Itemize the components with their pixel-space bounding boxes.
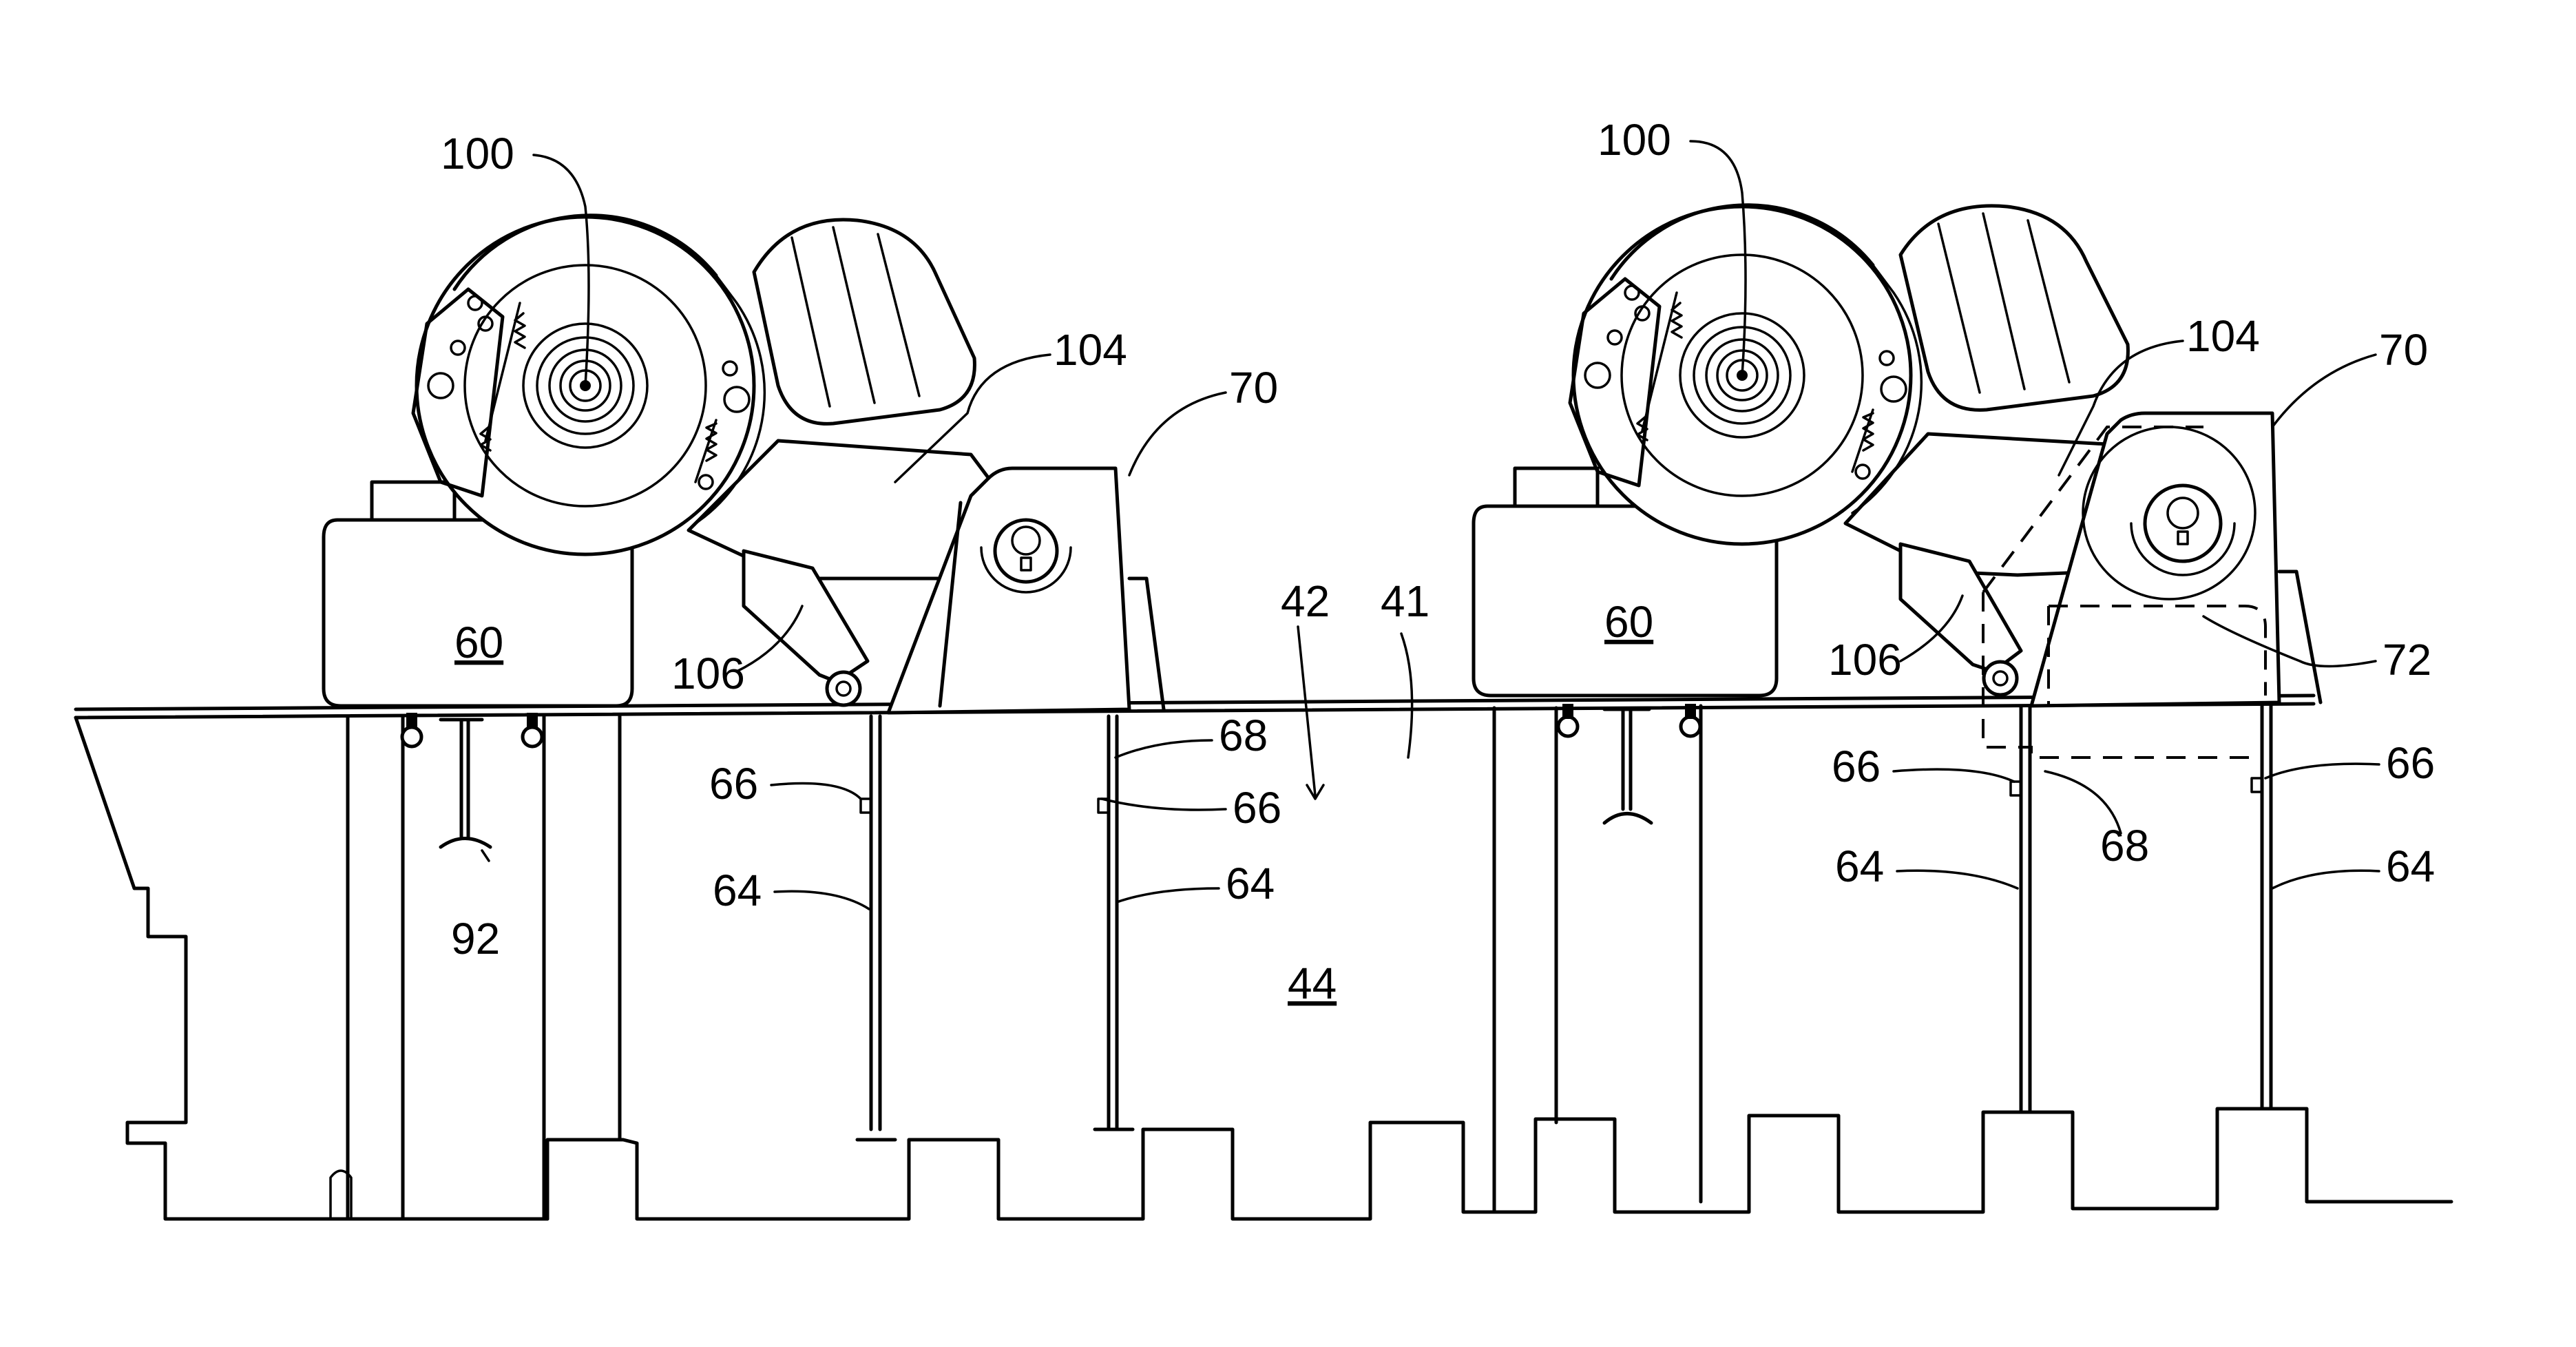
label-block-left: 60 xyxy=(454,618,503,667)
i-beam-right xyxy=(1558,704,1700,823)
label-beam: 92 xyxy=(451,914,500,963)
label-gap-ref: 41 xyxy=(1381,576,1430,626)
vertical-columns xyxy=(348,706,1701,1219)
label-web-b: 64 xyxy=(1226,859,1275,908)
label-web-c: 64 xyxy=(1835,842,1884,891)
web-member-4 xyxy=(2248,704,2286,1109)
label-dash-box: 72 xyxy=(2383,635,2431,685)
label-flange-a: 66 xyxy=(709,759,758,808)
chamber-right xyxy=(1900,206,2128,410)
left-end-wall xyxy=(76,718,547,1219)
label-flange-b: 66 xyxy=(1233,783,1281,833)
label-web-d: 64 xyxy=(2386,842,2435,891)
left-assembly xyxy=(324,216,1164,713)
corrugated-base xyxy=(547,1109,2451,1219)
web-member-3 xyxy=(2007,706,2045,1112)
label-web-a: 64 xyxy=(713,866,762,915)
label-arm-left: 104 xyxy=(1054,325,1127,375)
label-arm-right: 104 xyxy=(2186,311,2260,361)
web-member-2 xyxy=(1095,716,1133,1129)
label-assembly-right: 100 xyxy=(1598,115,1671,165)
label-plate-b: 68 xyxy=(2100,821,2149,870)
label-plate-a: 68 xyxy=(1219,711,1268,760)
i-beam-left xyxy=(402,713,542,847)
label-gap: 42 xyxy=(1281,576,1330,626)
label-flange-c: 66 xyxy=(1832,742,1881,791)
label-floor: 44 xyxy=(1288,959,1337,1008)
label-block-right: 60 xyxy=(1604,597,1653,647)
web-member-1 xyxy=(857,716,895,1140)
label-bracket-left: 70 xyxy=(1229,363,1278,413)
label-flange-d: 66 xyxy=(2386,738,2435,788)
chamber-left xyxy=(754,220,974,424)
label-bracket-right: 70 xyxy=(2379,325,2428,375)
label-link-right: 106 xyxy=(1828,635,1902,685)
label-assembly-left: 100 xyxy=(441,129,514,178)
label-link-left: 106 xyxy=(671,649,745,698)
